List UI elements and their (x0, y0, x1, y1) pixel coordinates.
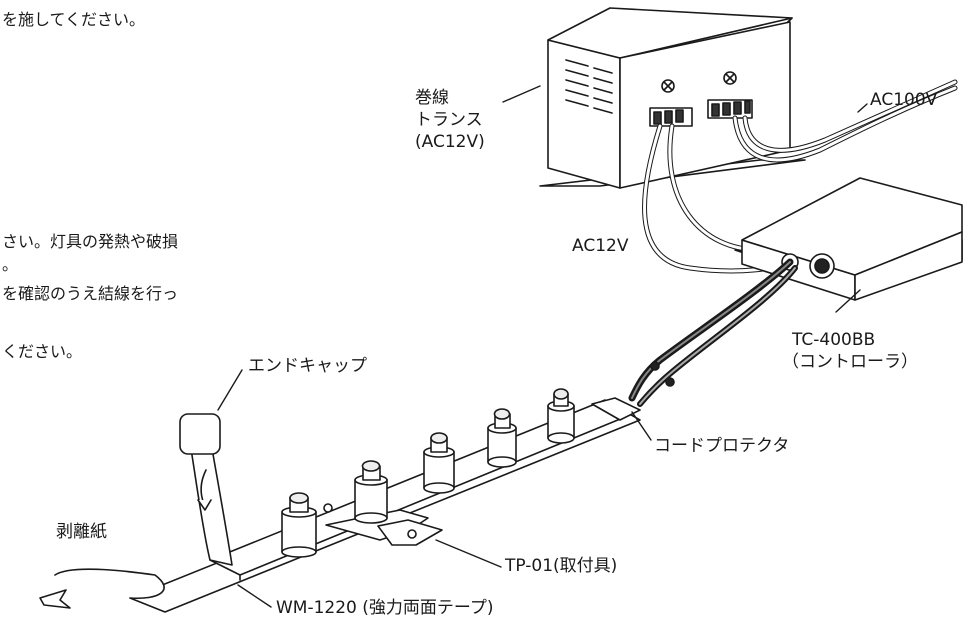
instruction-text-4: を確認のうえ結線を行っ (2, 284, 179, 303)
led-lamps (281, 388, 575, 558)
controller-box (734, 177, 963, 301)
leader-lines (217, 85, 868, 608)
instruction-text-2: さい。灯具の発熱や破損 (2, 232, 179, 251)
instruction-text-5: ください。 (2, 342, 83, 361)
label-end-cap: エンドキャップ (248, 356, 367, 376)
label-cord-protector: コードプロテクタ (654, 436, 790, 456)
label-mount: TP-01(取付具) (505, 556, 618, 576)
label-transformer-line1: 巻線 (415, 88, 449, 108)
label-release-paper: 剥離紙 (56, 522, 107, 542)
instruction-text-3: 。 (2, 255, 19, 274)
label-transformer-line3: (AC12V) (415, 132, 485, 152)
label-controller-model: TC-400BB (792, 330, 876, 350)
label-controller-name: （コントローラ） (782, 352, 918, 372)
label-transformer-line2: トランス (415, 110, 483, 130)
label-ac100v: AC100V (870, 90, 938, 110)
label-tape: WM-1220 (強力両面テープ) (276, 598, 494, 618)
label-ac12v: AC12V (572, 236, 629, 256)
instruction-text-1: を施してください。 (2, 10, 146, 29)
